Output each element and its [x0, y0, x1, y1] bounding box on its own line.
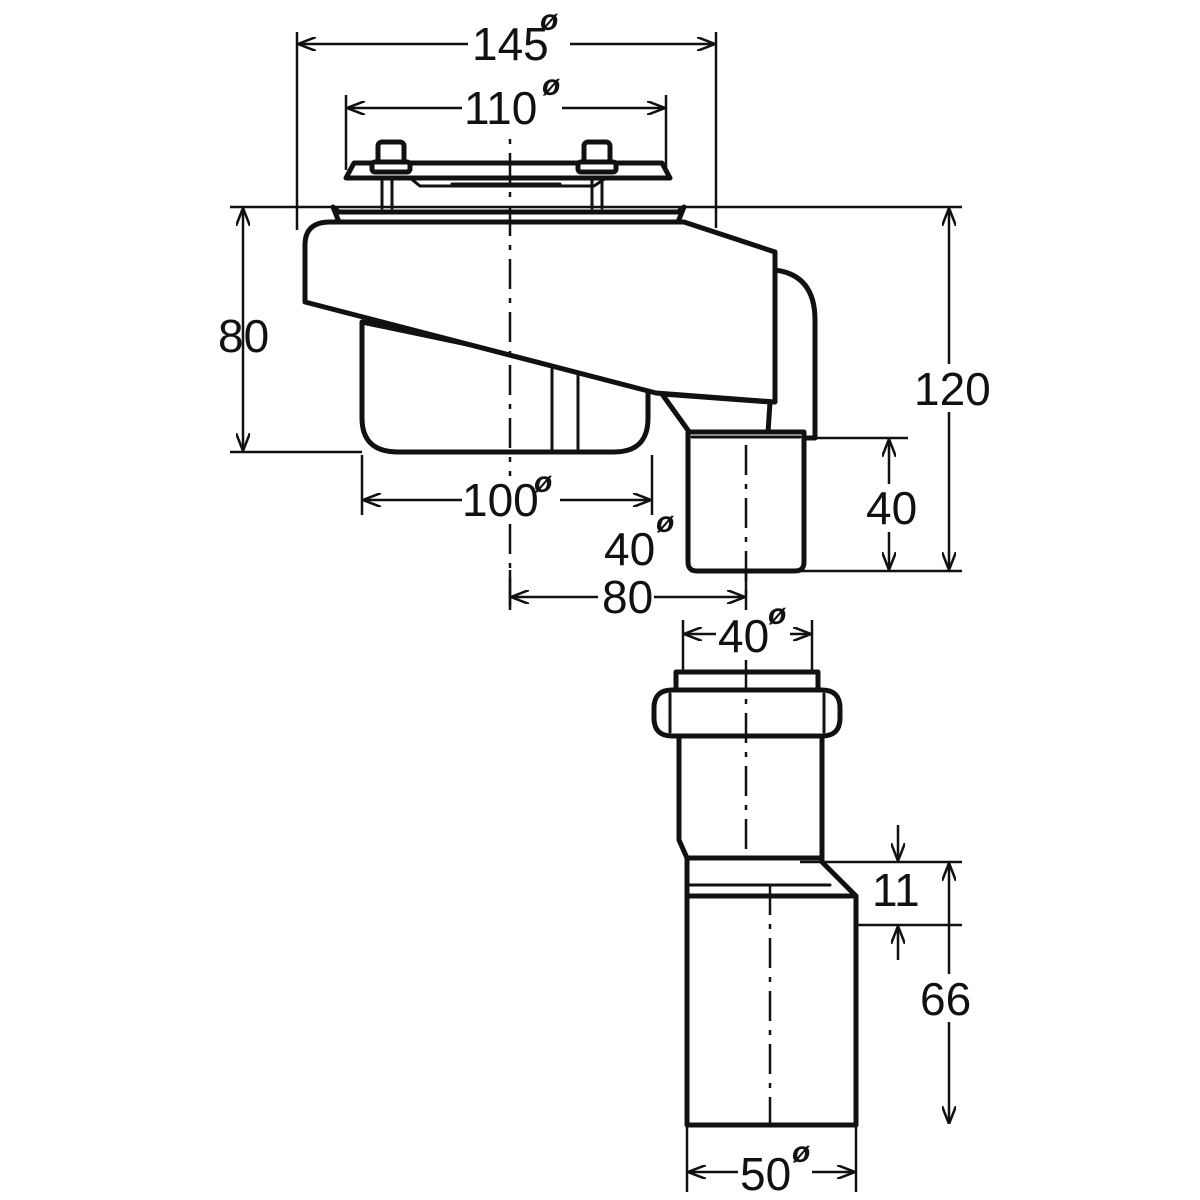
label-bowl-diameter-symbol: ø	[534, 466, 552, 499]
screw-right	[575, 139, 619, 210]
label-total-height: 120	[914, 363, 991, 415]
screw-left	[369, 139, 413, 210]
label-adapter-inlet-symbol: ø	[768, 598, 786, 631]
adapter-upper-tube	[676, 733, 825, 861]
label-bowl-diameter: 100	[462, 474, 539, 526]
label-outlet-offset: 80	[602, 571, 653, 623]
adapter-lower-tube	[684, 893, 859, 1128]
outlet-elbow	[659, 391, 773, 436]
label-grate-diameter-symbol: ø	[542, 69, 560, 102]
bowl-rib	[550, 360, 580, 454]
dimension-labels: 145 ø 110 ø 80 120 100 ø 40 ø 40 80 40 ø…	[218, 4, 991, 1200]
label-grate-diameter: 110	[464, 82, 537, 134]
label-adapter-outlet-symbol: ø	[792, 1136, 810, 1169]
label-outlet-diameter-symbol: ø	[656, 506, 674, 539]
label-top-diameter-symbol: ø	[540, 4, 558, 37]
label-adapter-outlet: 50	[740, 1148, 791, 1200]
label-outlet-height: 40	[866, 482, 917, 534]
adapter-fitting	[651, 669, 859, 1128]
label-outlet-diameter: 40	[604, 523, 655, 575]
label-adapter-step: 11	[872, 864, 920, 916]
label-body-height: 80	[218, 310, 269, 362]
label-adapter-inlet: 40	[718, 610, 769, 662]
label-adapter-height: 66	[920, 973, 971, 1025]
shower-drain	[302, 139, 818, 574]
grate-inner-detail	[408, 176, 608, 188]
label-top-diameter: 145	[472, 18, 549, 70]
